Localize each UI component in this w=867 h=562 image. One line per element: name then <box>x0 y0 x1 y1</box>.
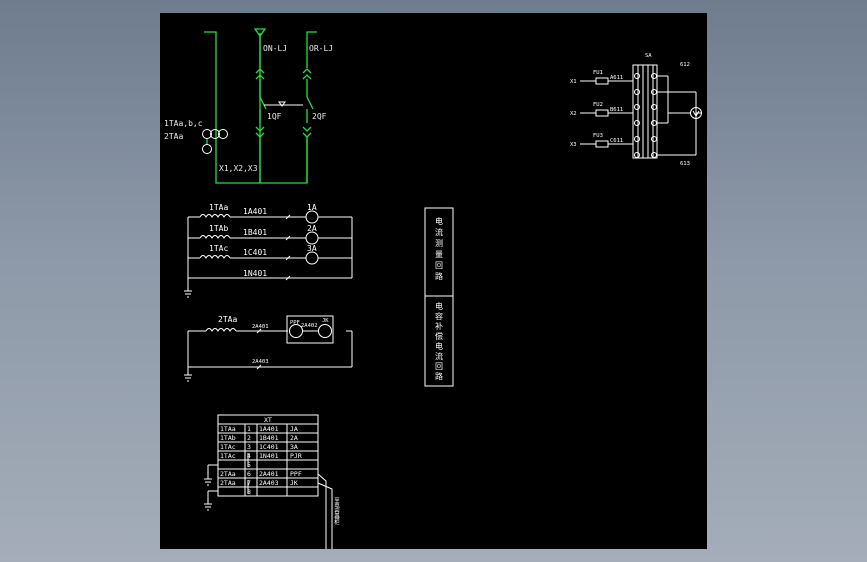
meter-box <box>286 315 334 344</box>
table-cell-source: 1TAc <box>220 452 236 460</box>
ct-label: 1TAb <box>209 224 228 233</box>
terminal-table-title: XT <box>264 416 272 424</box>
ct-2taa-label: 2TAa <box>218 315 237 324</box>
title-block-measure: 电流测量回路 <box>435 216 444 283</box>
primary-schematic <box>202 28 317 184</box>
wire-label: B611 <box>610 107 623 113</box>
table-cell-destination: PJR <box>290 452 302 460</box>
ct-1tab-coil-icon <box>199 235 231 239</box>
table-cell-source: 2TAa <box>220 479 236 487</box>
ct-1taa-coil-icon <box>199 214 231 218</box>
table-cell-terminal: 3 <box>247 443 251 451</box>
ammeter-2a-icon <box>305 231 319 245</box>
bus-x-label: X1,X2,X3 <box>219 164 258 173</box>
terminal-table <box>204 414 333 549</box>
table-cell-terminal: 7 <box>247 479 251 487</box>
ct-coil-icon <box>202 129 212 139</box>
fuse-label: FU2 <box>593 102 603 108</box>
ct-2taa-coil-icon <box>205 328 237 332</box>
cad-drawing-canvas[interactable]: ON-LJ OR-LJ 1QF 2QF 1TAa,b,c 2TAa X1,X2,… <box>160 13 707 549</box>
fuse-icon <box>595 109 609 117</box>
table-cell-terminal: 5 <box>247 461 251 469</box>
table-cell-source: 1TAc <box>220 443 236 451</box>
table-cell-terminal: 8 <box>247 488 251 496</box>
output-label: 612 <box>680 62 690 68</box>
wire-label: A611 <box>610 75 623 81</box>
voltage-switch <box>580 64 702 159</box>
title-block-compensation: 电容补偿电流回路 <box>435 301 444 382</box>
wire-label: 2A401 <box>252 324 269 330</box>
ct-group-label: 1TAa,b,c <box>164 119 203 128</box>
ammeter-1a-icon <box>305 210 319 224</box>
ct-label: 1TAa <box>209 203 228 212</box>
wire-label: 1B401 <box>243 228 267 237</box>
output-label: 613 <box>680 161 690 167</box>
table-cell-terminal: 2 <box>247 434 251 442</box>
metering-circuit <box>184 315 353 382</box>
ct-label: 1TAc <box>209 244 228 253</box>
input-label: X1 <box>570 79 577 85</box>
feeder-on-label: ON-LJ <box>263 44 287 53</box>
table-cell-source: 1TAa <box>220 425 236 433</box>
table-cell-wire: 1N401 <box>259 452 279 460</box>
table-cell-destination: 2A <box>290 434 298 442</box>
table-cell-wire: 2A403 <box>259 479 279 487</box>
meter-label: 2A <box>307 224 317 233</box>
schematic-svg: ON-LJ OR-LJ 1QF 2QF 1TAa,b,c 2TAa X1,X2,… <box>164 28 702 549</box>
input-label: X2 <box>570 111 577 117</box>
table-cell-destination: JA <box>290 425 298 433</box>
table-cell-terminal: 4 <box>247 452 251 460</box>
breaker-1qf-label: 1QF <box>267 112 282 121</box>
table-cell-terminal: 6 <box>247 470 251 478</box>
measure-circuit <box>184 210 353 298</box>
wire-label: C611 <box>610 138 623 144</box>
wire-label: 1C401 <box>243 248 267 257</box>
fuse-label: FU3 <box>593 133 603 139</box>
voltmeter-icon <box>690 107 702 119</box>
table-cell-wire: 1C401 <box>259 443 279 451</box>
wire-label: 1A401 <box>243 207 267 216</box>
table-cell-destination: JK <box>290 479 298 487</box>
feeder-or-label: OR-LJ <box>309 44 333 53</box>
table-cell-source: 1TAb <box>220 434 236 442</box>
interlock-icon <box>278 101 286 107</box>
meter-label: JK <box>322 318 329 324</box>
table-cell-wire: 2A401 <box>259 470 279 478</box>
incoming-arrow-icon <box>253 28 267 38</box>
meter-jk-icon <box>318 324 332 338</box>
terminal-table-rows: 1TAa 1 1A401 JA 1TAb 2 1B401 2A 1TAc 3 1C401 3A 1TAc… <box>220 425 302 496</box>
wire-label: 1N401 <box>243 269 267 278</box>
ammeter-3a-icon <box>305 251 319 265</box>
breaker-2qf-label: 2QF <box>312 112 327 121</box>
table-cell-terminal: 1 <box>247 425 251 433</box>
wire-label: 2A402 <box>301 323 318 329</box>
cable-destination-label: 至电容器柜 <box>333 497 340 526</box>
ct-2taa-label: 2TAa <box>164 132 183 141</box>
ct-1tac-coil-icon <box>199 255 231 259</box>
title-blocks <box>424 207 454 387</box>
table-cell-destination: PPF <box>290 470 302 478</box>
table-cell-destination: 3A <box>290 443 298 451</box>
wire-label: 2A403 <box>252 359 269 365</box>
fuse-label: FU1 <box>593 70 603 76</box>
fuse-icon <box>595 77 609 85</box>
ct-coil-icon <box>202 144 212 154</box>
ct-coil-icon <box>210 129 220 139</box>
table-cell-wire: 1B401 <box>259 434 279 442</box>
input-label: X3 <box>570 142 577 148</box>
switch-label: SA <box>645 53 652 59</box>
meter-label: PPF <box>290 320 300 326</box>
meter-label: 3A <box>307 244 317 253</box>
meter-label: 1A <box>307 203 317 212</box>
table-cell-wire: 1A401 <box>259 425 279 433</box>
ct-coil-icon <box>218 129 228 139</box>
fuse-icon <box>595 140 609 148</box>
table-cell-source: 2TAa <box>220 470 236 478</box>
